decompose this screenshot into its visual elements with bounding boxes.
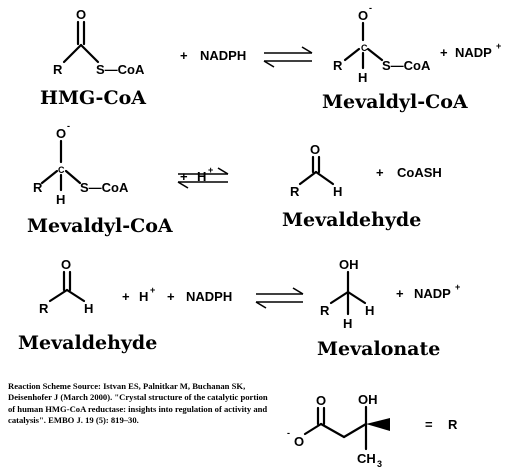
equilibrium-arrow-1 <box>263 46 313 68</box>
mevaldehyde-structure-2: O R H <box>39 257 93 316</box>
proton-charge: + <box>150 285 155 295</box>
mevaldyl2-oxygen: O <box>56 126 66 141</box>
mevaldehyde2-h-bond <box>65 288 86 303</box>
r-group-o-minus-bond <box>303 422 323 436</box>
mevalonate-h1-bond <box>346 290 367 305</box>
hmgcoa-s-bond <box>79 43 100 64</box>
hmg-coa-name: HMG-CoA <box>40 87 146 109</box>
mevaldyl1-s-bond <box>366 47 384 62</box>
mevaldyl1-r-bond <box>343 47 361 62</box>
hmg-coa-structure: O R S—CoA <box>53 7 145 77</box>
mevaldyl1-r-label: R <box>333 58 343 73</box>
proton-label: H <box>197 169 206 184</box>
equals-sign: = <box>425 417 433 432</box>
equilibrium-arrow-2 <box>177 167 229 189</box>
plus-sign: + <box>180 169 188 184</box>
mevaldyl1-oxygen-charge: - <box>369 3 372 13</box>
mevaldyl2-s-bond <box>64 169 82 185</box>
nadph-label: NADPH <box>186 289 232 304</box>
mevaldyl2-r-label: R <box>33 180 43 195</box>
proton-charge: + <box>208 165 213 175</box>
mevaldyl2-carbon: C <box>58 165 65 175</box>
hmgcoa-scoa-label: S—CoA <box>96 62 145 77</box>
mevalonate-r-label: R <box>320 303 330 318</box>
nadph-label: NADPH <box>200 48 246 63</box>
r-group-methyl-subscript: 3 <box>377 459 382 469</box>
mevaldehyde-structure-1: O R H <box>290 142 342 199</box>
plus-sign: + <box>440 45 448 60</box>
mevaldyl1-scoa-label: S—CoA <box>382 58 431 73</box>
coash-label: CoASH <box>397 165 442 180</box>
r-group-o-minus: O <box>294 434 304 449</box>
mevaldyl1-h-label: H <box>358 70 367 85</box>
r-group-quaternary-bond <box>342 422 368 439</box>
mevalonate-hydroxyl-label: OH <box>339 257 359 272</box>
mevaldehyde2-r-label: R <box>39 301 49 316</box>
mevaldyl2-oxygen-charge: - <box>67 121 70 131</box>
mevalonate-r-bond <box>329 290 350 305</box>
mevaldehyde1-r-label: R <box>290 184 300 199</box>
r-group-hydroxyl: OH <box>358 392 378 407</box>
mevaldehyde2-oxygen: O <box>61 257 71 272</box>
r-group-structure: O - O OH CH 3 <box>287 392 390 469</box>
nadp-charge: + <box>455 282 460 292</box>
mevaldehyde-name-2: Mevaldehyde <box>18 332 157 354</box>
mevaldehyde2-h-label: H <box>84 301 93 316</box>
mevaldehyde1-h-bond <box>314 170 335 186</box>
mevalonate-h1-label: H <box>365 303 374 318</box>
mevaldehyde1-r-bond <box>298 170 318 186</box>
plus-sign: + <box>167 289 175 304</box>
mevalonate-name: Mevalonate <box>317 338 440 360</box>
mevaldehyde1-h-label: H <box>333 184 342 199</box>
mevaldyl-coa-name-2: Mevaldyl-CoA <box>27 215 173 237</box>
mevalonate-h2-label: H <box>343 316 352 331</box>
r-group-methyl: CH <box>357 451 376 466</box>
nadp-label: NADP <box>455 45 492 60</box>
proton-label: H <box>139 289 148 304</box>
r-group-ch2-bond <box>319 422 346 439</box>
mevaldehyde2-r-bond <box>48 288 69 303</box>
plus-sign: + <box>180 48 188 63</box>
source-citation: Reaction Scheme Source: Istvan ES, Palni… <box>8 381 268 426</box>
plus-sign: + <box>122 289 130 304</box>
mevaldyl2-h-label: H <box>56 192 65 207</box>
mevaldyl2-scoa-label: S—CoA <box>80 180 129 195</box>
mevaldehyde1-oxygen: O <box>310 142 320 157</box>
nadp-label: NADP <box>414 286 451 301</box>
mevaldyl2-r-bond <box>40 169 59 185</box>
plus-sign: + <box>396 286 404 301</box>
r-group-minus-sign: - <box>287 428 290 438</box>
nadp-charge: + <box>496 41 501 51</box>
mevaldyl1-oxygen: O <box>358 8 368 23</box>
mevalonate-structure: OH R H H <box>320 257 374 331</box>
r-group-wedge-bond <box>366 418 390 431</box>
r-group-carbonyl-oxygen: O <box>316 393 326 408</box>
mevaldehyde-name-1: Mevaldehyde <box>282 209 421 231</box>
equilibrium-arrow-3 <box>255 287 304 309</box>
mevaldyl-coa-structure-1: O - C R H S—CoA <box>333 3 431 85</box>
hmgcoa-carbonyl-oxygen: O <box>76 7 86 22</box>
mevaldyl-coa-structure-2: O - C R H S—CoA <box>33 121 129 207</box>
hmgcoa-r-bond <box>62 43 83 64</box>
hmgcoa-r-label: R <box>53 62 63 77</box>
mevaldyl-coa-name-1: Mevaldyl-CoA <box>322 91 468 113</box>
mevaldyl1-carbon: C <box>361 43 368 53</box>
r-symbol: R <box>448 417 458 432</box>
plus-sign: + <box>376 165 384 180</box>
